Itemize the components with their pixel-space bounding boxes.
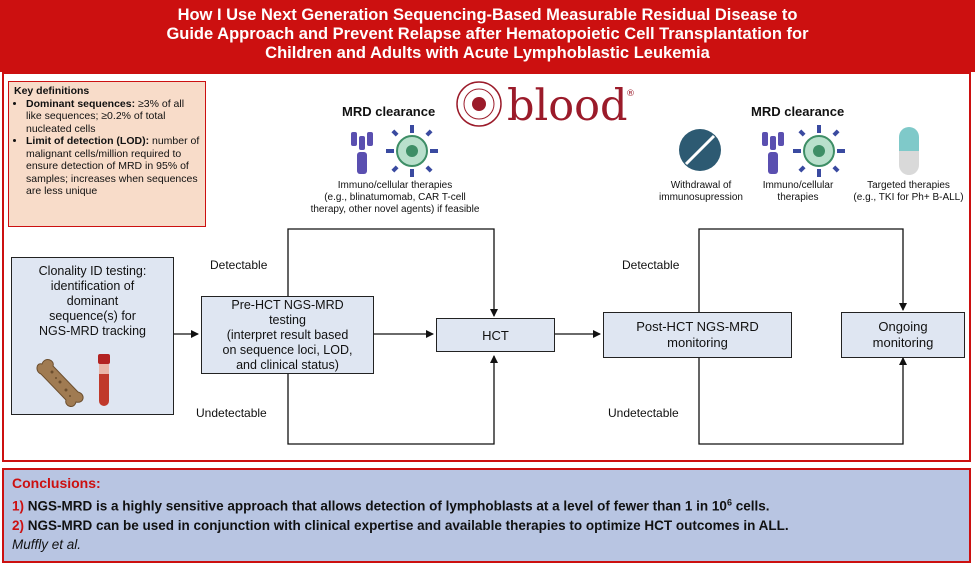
arrow-posthct-detectable: [698, 228, 907, 312]
box-line: (interpret result based: [226, 327, 349, 342]
pre-immuno-caption: Immuno/cellular therapies (e.g., blinatu…: [290, 180, 500, 216]
box-line: Clonality ID testing:: [38, 264, 147, 278]
blood-journal-logo: blood ®: [456, 81, 635, 130]
box-line: monitoring: [872, 335, 934, 350]
caption-line: (e.g., TKI for Ph+ B-ALL): [853, 192, 964, 203]
title-line-3: Children and Adults with Acute Lymphobla…: [265, 44, 710, 62]
box-line: dominant: [66, 294, 119, 308]
conclusion-2: 2) NGS-MRD can be used in conjunction wi…: [12, 516, 961, 535]
caption-line: Immuno/cellular: [762, 180, 834, 191]
definition-lod: Limit of detection (LOD): number of mali…: [26, 135, 200, 198]
box-line: testing: [269, 312, 306, 327]
caption-line: therapy, other novel agents) if feasible: [310, 204, 480, 215]
post-hct-mrd-box: Post-HCT NGS-MRD monitoring: [603, 312, 792, 358]
box-line: monitoring: [667, 335, 728, 350]
pre-mrd-clearance-title: MRD clearance: [342, 104, 436, 119]
box-line: Ongoing: [878, 319, 928, 334]
graphic-title: How I Use Next Generation Sequencing-Bas…: [0, 0, 975, 72]
superscript: 6: [726, 497, 732, 507]
definition-term: Dominant sequences:: [26, 97, 136, 110]
citation: Muffly et al.: [12, 535, 961, 554]
targeted-caption: Targeted therapies (e.g., TKI for Ph+ B-…: [842, 180, 975, 204]
hct-box: HCT: [436, 318, 555, 352]
conclusion-text: NGS-MRD can be used in conjunction with …: [27, 517, 789, 533]
post-undetectable-label: Undetectable: [608, 406, 679, 420]
bone-icon: [36, 359, 84, 407]
pre-hct-mrd-box: Pre-HCT NGS-MRD testing (interpret resul…: [201, 296, 374, 374]
post-detectable-label: Detectable: [622, 258, 680, 272]
box-line: identification of: [50, 279, 135, 293]
box-line: and clinical status): [236, 357, 339, 372]
clonality-id-box: Clonality ID testing: identification of …: [11, 257, 174, 415]
pre-detectable-label: Detectable: [210, 258, 268, 272]
conclusion-text: cells.: [731, 498, 770, 514]
antibody-icon: [762, 132, 784, 174]
caption-line: Immuno/cellular therapies: [337, 180, 453, 191]
box-line: sequence(s) for: [49, 309, 136, 323]
box-line: NGS-MRD tracking: [39, 324, 146, 338]
post-mrd-clearance-title: MRD clearance: [751, 104, 845, 119]
caption-line: immunosupression: [659, 192, 743, 203]
box-line: Pre-HCT NGS-MRD: [231, 297, 344, 312]
definition-text: ≥3% of all like sequences; ≥0.2% of tota…: [26, 97, 185, 135]
key-definitions-box: Key definitions Dominant sequences: ≥3% …: [8, 81, 206, 227]
box-line: on sequence loci, LOD,: [222, 342, 353, 357]
definition-dominant-sequences: Dominant sequences: ≥3% of all like sequ…: [26, 98, 200, 136]
title-line-1: How I Use Next Generation Sequencing-Bas…: [177, 6, 798, 24]
pre-undetectable-label: Undetectable: [196, 406, 267, 420]
box-line: HCT: [482, 327, 509, 343]
car-t-cell-icon: [793, 125, 845, 177]
blood-tube-icon: [98, 354, 110, 406]
withdrawal-caption: Withdrawal of immunosupression: [636, 180, 766, 204]
caption-line: (e.g., blinatumomab, CAR T-cell: [324, 192, 466, 203]
conclusions-title: Conclusions:: [12, 475, 101, 491]
arrow-prehct-detectable: [287, 228, 498, 317]
arrow-posthct-undetectable: [698, 357, 907, 445]
caption-line: Targeted therapies: [867, 180, 950, 191]
blood-logo-text: blood: [507, 81, 628, 130]
box-line: Post-HCT NGS-MRD: [636, 319, 759, 334]
car-t-cell-icon: [386, 125, 438, 177]
arrow-prehct-undetectable: [287, 355, 498, 445]
conclusion-number: 1): [12, 498, 25, 514]
definition-term: Limit of detection (LOD):: [26, 135, 150, 147]
caption-line: Withdrawal of: [670, 180, 732, 191]
conclusion-1: 1) NGS-MRD is a highly sensitive approac…: [12, 493, 961, 516]
pill-icon: [679, 129, 721, 171]
definition-text: number of malignant cells/million requir…: [26, 135, 200, 197]
citation-text: Muffly et al.: [12, 536, 82, 552]
antibody-icon: [351, 132, 373, 174]
key-definitions-title: Key definitions: [14, 85, 90, 97]
svg-text:®: ®: [626, 89, 635, 99]
post-immuno-caption: Immuno/cellular therapies: [748, 180, 848, 204]
conclusion-number: 2): [12, 517, 25, 533]
caption-line: therapies: [777, 192, 819, 203]
conclusion-text: NGS-MRD is a highly sensitive approach t…: [27, 498, 727, 514]
ongoing-monitoring-box: Ongoing monitoring: [841, 312, 965, 358]
title-line-2: Guide Approach and Prevent Relapse after…: [166, 25, 809, 43]
capsule-icon: [899, 127, 919, 175]
conclusions-panel: Conclusions: 1) NGS-MRD is a highly sens…: [2, 468, 971, 563]
